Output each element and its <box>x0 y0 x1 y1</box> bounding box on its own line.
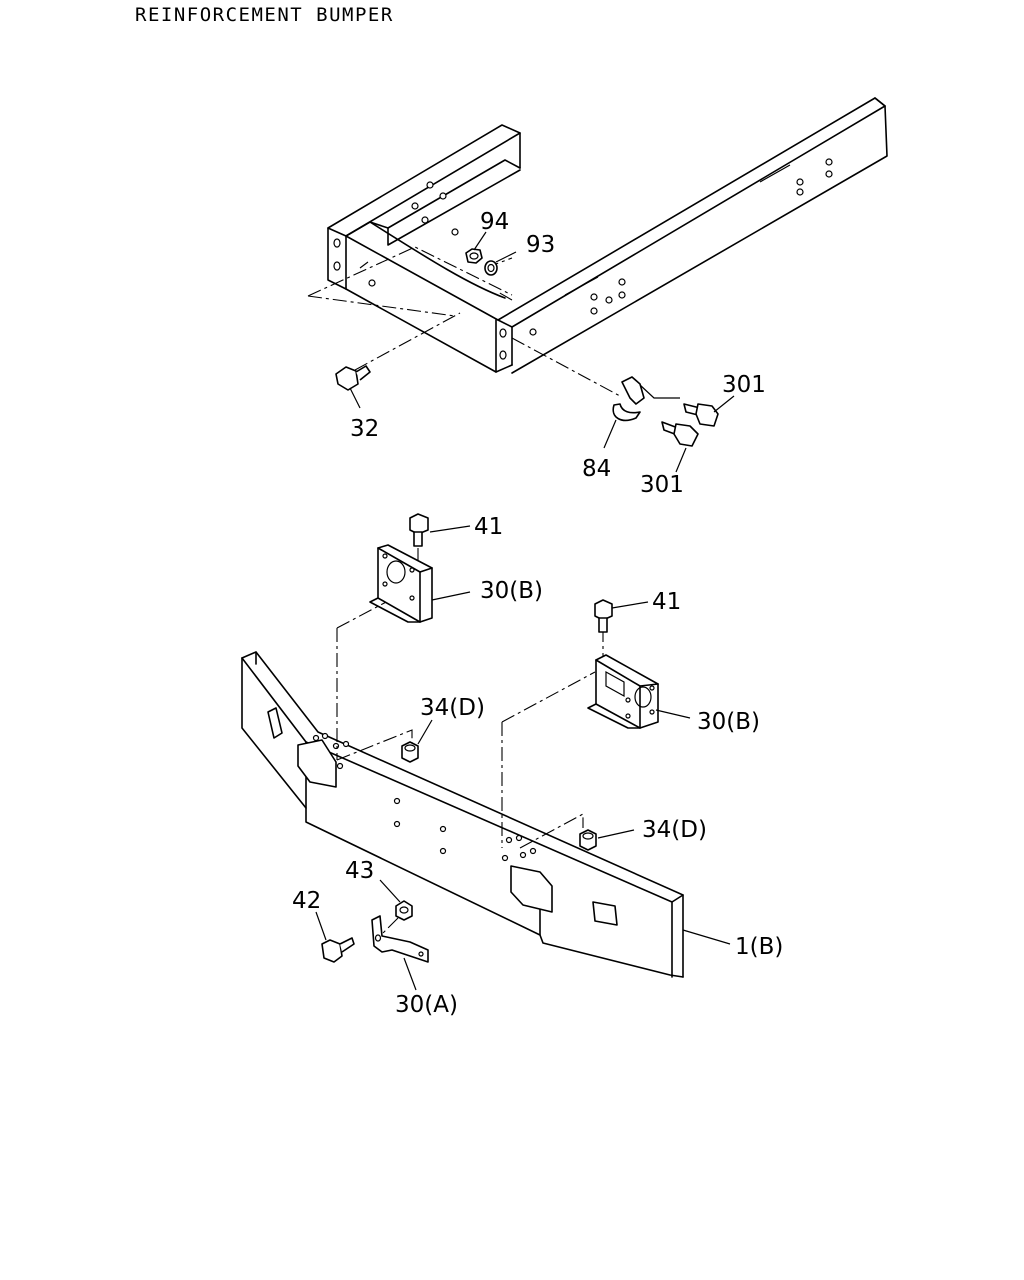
leader-43 <box>379 879 401 903</box>
leader-34d-left <box>417 719 433 745</box>
leader-301-lower <box>675 447 687 473</box>
frame-hole <box>590 307 598 315</box>
frame-hole <box>529 328 537 336</box>
leader-30b-right <box>655 709 691 719</box>
frame-hole <box>439 192 447 200</box>
bumper-cutout <box>592 901 618 926</box>
frame-hole <box>368 279 376 287</box>
leader-30b-left <box>431 591 471 601</box>
bumper-pad <box>297 739 337 788</box>
page-title: REINFORCEMENT BUMPER <box>135 4 394 26</box>
bumper-hole <box>439 847 447 855</box>
callout-30a: 30(A) <box>395 992 458 1018</box>
leader-34d-right <box>597 829 635 839</box>
bolt-32 <box>335 365 371 391</box>
leader-84 <box>603 419 617 449</box>
frame-hole <box>605 296 613 304</box>
bolt-41-right <box>594 599 613 633</box>
frame-hole <box>796 178 804 186</box>
bumper-hole <box>321 732 329 740</box>
frame-hole <box>618 291 626 299</box>
frame-hole <box>825 158 833 166</box>
callout-41-right: 41 <box>652 589 681 615</box>
bumper-hole <box>515 834 523 842</box>
bracket-30a <box>371 915 429 963</box>
callout-1b: 1(B) <box>735 934 783 960</box>
bumper-hole <box>439 825 447 833</box>
tow-hook-84 <box>612 376 680 422</box>
leader-32 <box>349 387 361 409</box>
callout-42: 42 <box>292 888 321 914</box>
frame-hole <box>411 202 419 210</box>
callout-34d-right: 34(D) <box>642 817 707 843</box>
callout-94: 94 <box>480 209 509 235</box>
bolt-41-left <box>409 513 429 547</box>
callout-301-lower: 301 <box>640 472 684 498</box>
bolt-301-lower <box>661 421 699 447</box>
frame-hole <box>426 181 434 189</box>
callout-34d-left: 34(D) <box>420 695 485 721</box>
leader-41-right <box>611 601 649 609</box>
bumper-hole <box>336 762 344 770</box>
callout-32: 32 <box>350 416 379 442</box>
callout-41-left: 41 <box>474 514 503 540</box>
washer-93 <box>484 260 498 276</box>
callout-84: 84 <box>582 456 611 482</box>
callout-43: 43 <box>345 858 374 884</box>
frame-hole <box>499 328 507 338</box>
leader-30a <box>403 957 417 991</box>
leader-301-upper <box>713 395 735 413</box>
frame-hole <box>796 188 804 196</box>
frame-hole <box>618 278 626 286</box>
frame-hole <box>825 170 833 178</box>
callout-301-upper: 301 <box>722 372 766 398</box>
bumper-hole <box>342 740 350 748</box>
frame-hole <box>451 228 459 236</box>
frame-hole <box>421 216 429 224</box>
bolt-301-upper <box>683 403 719 427</box>
bumper-hole <box>312 734 320 742</box>
hex-nut-94 <box>465 248 483 264</box>
frame-hole <box>499 350 507 360</box>
nut-34d-left <box>401 741 419 763</box>
callout-30b-right: 30(B) <box>697 709 760 735</box>
bumper-hole <box>393 820 401 828</box>
bumper-hole <box>332 742 340 750</box>
leader-93 <box>495 251 517 263</box>
leader-42 <box>315 911 327 941</box>
bolt-42 <box>321 937 355 963</box>
bumper-pad <box>510 865 553 913</box>
bracket-30b-right <box>587 654 659 729</box>
bumper-cutout <box>267 707 283 739</box>
bracket-30b-left <box>369 544 433 623</box>
bumper-1b <box>241 651 684 978</box>
frame-hole <box>333 261 341 271</box>
frame-hole <box>333 238 341 248</box>
bumper-hole <box>393 797 401 805</box>
bumper-hole <box>529 847 537 855</box>
callout-93: 93 <box>526 232 555 258</box>
frame-hole <box>590 293 598 301</box>
leader-94 <box>473 231 487 251</box>
leader-1b <box>682 929 731 945</box>
chassis-frame <box>327 97 888 374</box>
nut-43 <box>395 900 413 921</box>
nut-34d-right <box>579 829 597 851</box>
bumper-hole <box>501 854 509 862</box>
leader-41-left <box>429 525 471 533</box>
bumper-hole <box>505 836 513 844</box>
callout-30b-left: 30(B) <box>480 578 543 604</box>
bumper-hole <box>519 851 527 859</box>
